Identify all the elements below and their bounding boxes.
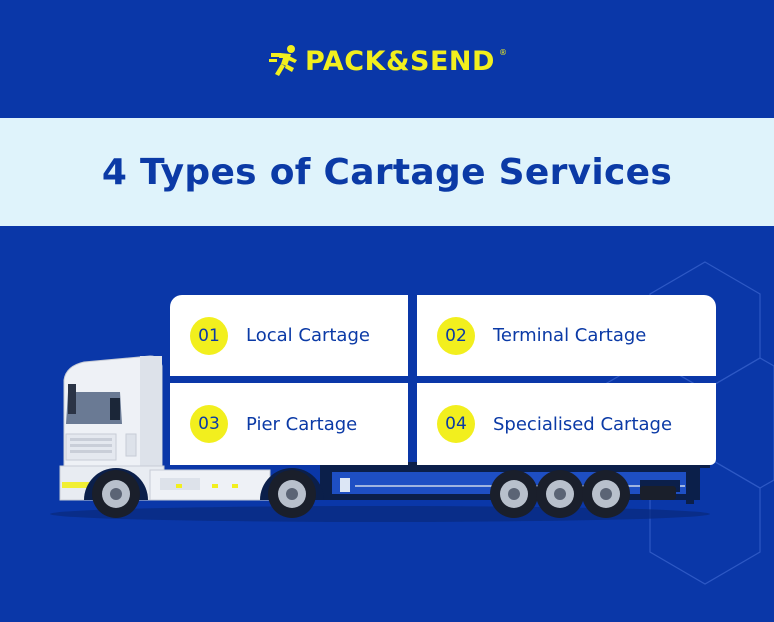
- service-card-04: 04 Specialised Cartage: [417, 383, 716, 465]
- service-number: 01: [190, 316, 228, 355]
- running-man-icon: [269, 45, 298, 76]
- service-label: Specialised Cartage: [493, 413, 673, 435]
- service-card-02: 02 Terminal Cartage: [417, 295, 716, 376]
- service-card-03: 03 Pier Cartage: [170, 383, 408, 465]
- title-band: 4 Types of Cartage Services: [0, 118, 774, 226]
- registered-mark: ®: [498, 48, 507, 57]
- page-title: 4 Types of Cartage Services: [101, 151, 673, 193]
- service-number: 03: [190, 405, 228, 443]
- pack-and-send-logo: PACK&SEND ®: [0, 36, 774, 86]
- service-number: 04: [437, 405, 475, 443]
- logo-text: PACK&SEND: [305, 45, 495, 77]
- service-label: Local Cartage: [246, 325, 370, 346]
- service-number: 02: [437, 316, 475, 355]
- service-card-01: 01 Local Cartage: [170, 295, 408, 376]
- service-label: Terminal Cartage: [493, 325, 647, 346]
- service-label: Pier Cartage: [246, 413, 358, 435]
